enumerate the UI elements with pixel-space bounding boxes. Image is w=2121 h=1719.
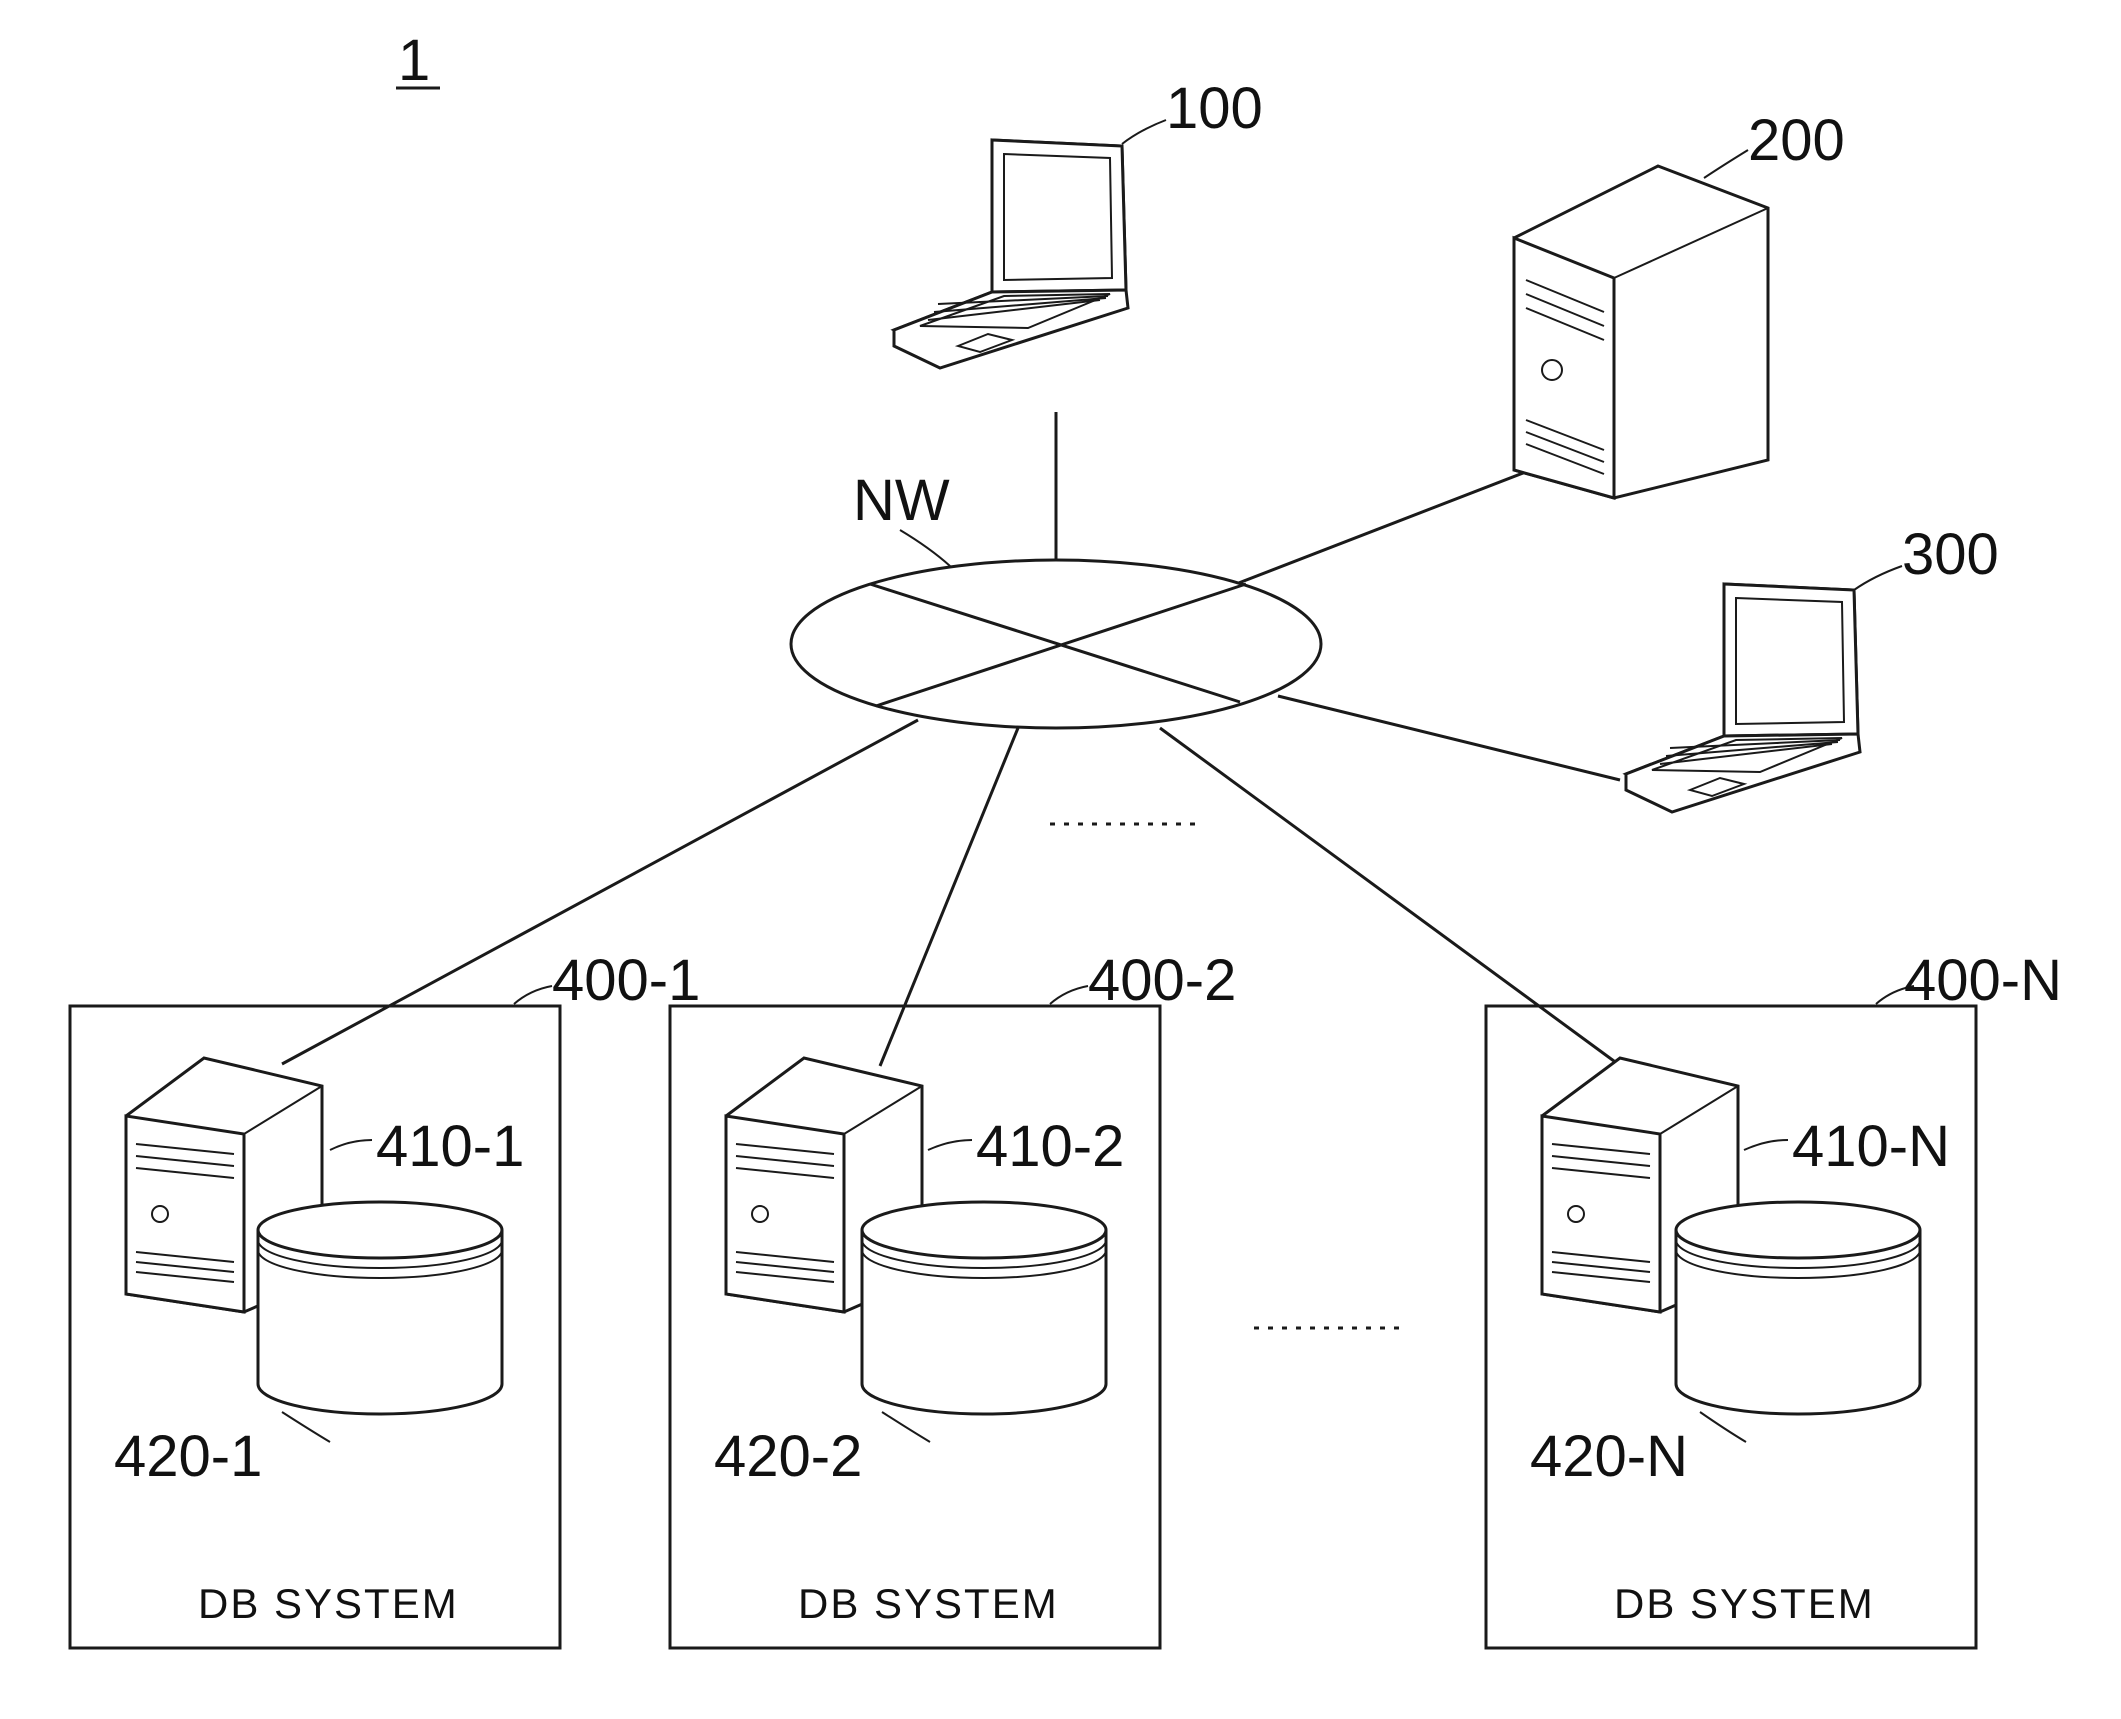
db-server-label: 410-N [1792, 1114, 1950, 1179]
db-server-label: 410-1 [376, 1114, 524, 1179]
figure-ref: 1 [398, 28, 430, 93]
client-300-leader [1854, 566, 1902, 590]
db-system-caption: DB SYSTEM [1614, 1580, 1875, 1627]
db-system-box [70, 986, 560, 1648]
server-tower-icon [1514, 166, 1768, 498]
network-leader [900, 530, 950, 566]
db-system-label: 400-N [1904, 948, 2062, 1013]
network-ellipse [791, 560, 1321, 728]
network-label: NW [853, 468, 950, 533]
db-system-box [670, 986, 1160, 1648]
database-cylinder-icon [1676, 1202, 1920, 1414]
db-storage-label: 420-2 [714, 1424, 862, 1489]
database-cylinder-icon [258, 1202, 502, 1414]
connection-lines [282, 412, 1620, 1066]
db-storage-label: 420-1 [114, 1424, 262, 1489]
db-system-caption: DB SYSTEM [798, 1580, 1059, 1627]
db-system-label: 400-1 [552, 948, 700, 1013]
server-200-label: 200 [1748, 108, 1845, 173]
laptop-icon [1626, 584, 1860, 812]
client-100-leader [1122, 120, 1166, 144]
db-server-label: 410-2 [976, 1114, 1124, 1179]
client-300-label: 300 [1902, 522, 1999, 587]
client-100-label: 100 [1166, 76, 1263, 141]
database-cylinder-icon [862, 1202, 1106, 1414]
db-system-label: 400-2 [1088, 948, 1236, 1013]
server-200-leader [1704, 150, 1748, 178]
db-system-box [1486, 986, 1976, 1648]
db-storage-label: 420-N [1530, 1424, 1688, 1489]
db-system-caption: DB SYSTEM [198, 1580, 459, 1627]
laptop-icon [894, 140, 1128, 368]
